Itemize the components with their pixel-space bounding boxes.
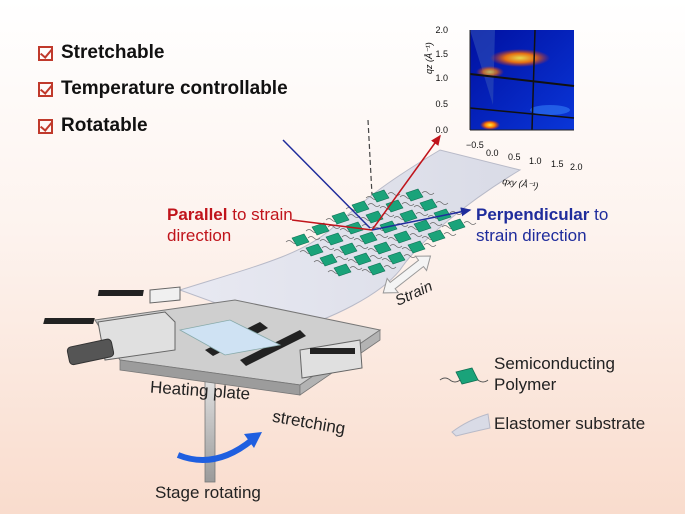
giwaxs-pattern (469, 29, 575, 131)
polymer-crystallite (291, 233, 310, 247)
giwaxs-ylabel: qz (Å⁻¹) (424, 42, 434, 74)
feature-label: Stretchable (61, 42, 165, 63)
polymer-crystallite (407, 240, 426, 254)
stage-rotating-label: Stage rotating (155, 483, 261, 502)
xtick: 2.0 (570, 162, 583, 172)
legend-polymer-line1: Semiconducting (494, 354, 615, 373)
rotation-arrow (176, 437, 254, 463)
xtick: 0.5 (508, 152, 521, 162)
feature-label: Temperature controllable (61, 78, 288, 99)
feature-stretchable: Stretchable (38, 42, 164, 64)
polymer-crystallite (353, 252, 372, 266)
legend-substrate-label: Elastomer substrate (494, 414, 646, 433)
polymer-crystallite (413, 219, 432, 233)
stretching-stage (43, 286, 382, 396)
xtick: 1.5 (551, 159, 564, 169)
parallel-label: Parallel to strain direction (167, 204, 293, 246)
xtick: 0.0 (486, 148, 499, 158)
checkbox-icon (38, 45, 53, 61)
feature-label: Rotatable (61, 115, 148, 136)
semiconducting-polymer-array (285, 188, 477, 277)
parallel-bold: Parallel (167, 205, 228, 224)
polymer-crystallite (393, 230, 412, 244)
polymer-crystallite (311, 222, 330, 236)
ytick: 1.0 (435, 73, 448, 83)
parallel-rest2: direction (167, 226, 232, 245)
parallel-rest: to strain (227, 205, 293, 224)
polymer-crystallite (387, 251, 406, 265)
polymer-crystallite (447, 218, 466, 232)
polymer-crystallite (331, 211, 350, 225)
strain-arrow (382, 255, 432, 294)
xtick: 1.0 (529, 156, 542, 166)
legend-polymer-icon (439, 367, 489, 385)
polymer-crystallite (427, 229, 446, 243)
feature-rotatable: Rotatable (38, 115, 148, 137)
polymer-crystallite (339, 242, 358, 256)
polymer-crystallite (373, 241, 392, 255)
polymer-crystallite (405, 188, 424, 202)
feature-temperature: Temperature controllable (38, 78, 288, 100)
incident-beam (282, 139, 371, 229)
polymer-crystallite (305, 243, 324, 257)
polymer-crystallite (359, 231, 378, 245)
checkbox-icon (38, 81, 53, 97)
polymer-crystallite (371, 189, 390, 203)
legend-polymer-line2: Polymer (494, 375, 557, 394)
ytick: 0.5 (435, 99, 448, 109)
perpendicular-label: Perpendicular to strain direction (476, 204, 608, 246)
scattered-ray-blue (371, 207, 472, 231)
scattered-ray-red (371, 134, 441, 231)
polymer-crystallite (319, 253, 338, 267)
ytick: 2.0 (435, 25, 448, 35)
ytick: 0.0 (435, 125, 448, 135)
perpendicular-rest: to (589, 205, 609, 224)
perpendicular-rest2: strain direction (476, 226, 587, 245)
elastomer-substrate (178, 149, 522, 331)
polymer-crystallite (385, 199, 404, 213)
xtick: −0.5 (466, 140, 484, 150)
perpendicular-bold: Perpendicular (476, 205, 590, 224)
checkbox-icon (38, 118, 53, 134)
legend-substrate-icon (451, 413, 491, 437)
polymer-crystallite (351, 200, 370, 214)
polymer-crystallite (419, 198, 438, 212)
ytick: 1.5 (435, 49, 448, 59)
parallel-line (291, 219, 373, 231)
legend-polymer-label: Semiconducting Polymer (494, 353, 615, 395)
rotation-axis (367, 119, 373, 196)
polymer-crystallite (333, 263, 352, 277)
polymer-crystallite (367, 262, 386, 276)
polymer-crystallite (399, 209, 418, 223)
polymer-crystallite (325, 232, 344, 246)
giwaxs-xlabel: qxy (Å⁻¹) (502, 176, 539, 191)
